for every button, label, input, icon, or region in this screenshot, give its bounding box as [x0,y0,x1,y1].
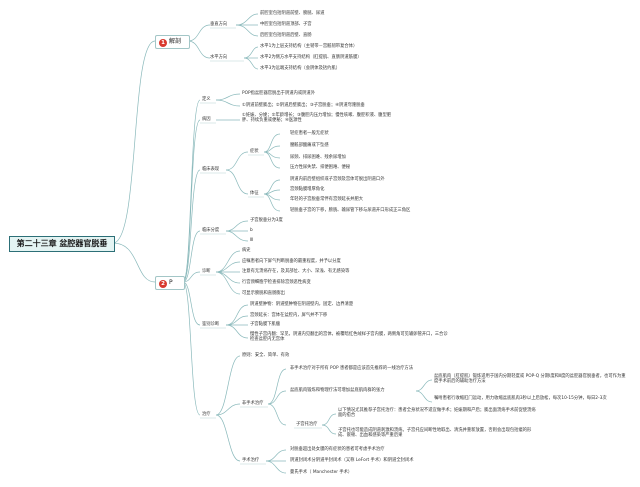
topic-treatment[interactable]: 治疗 [202,412,211,417]
vertical-item[interactable]: 中腔室包括阴道顶部、子宫 [260,22,312,27]
root-topic[interactable]: 第二十三章 盆腔器官脱垂 [9,236,115,252]
sign-item[interactable]: 宫颈黏膜增厚角化 [290,187,325,192]
diagnosis-item[interactable]: 应嘱患者向下屏气判断脱垂的最重程度，并予以分度 [242,259,341,264]
topic-definition[interactable]: 定义 [202,97,211,102]
grading-item[interactable]: 子宫脱垂分为3度 [250,218,283,223]
topic-nonsurgical-treatment[interactable]: 非手术治疗 [242,401,264,406]
nonsurgical-item[interactable]: 盆底肌肉锻炼和物理疗法可增加盆底肌肉群的张力 [290,388,385,393]
topic-signs[interactable]: 体征 [250,191,259,196]
topic-clinical-grading[interactable]: 临床分度 [202,228,220,233]
vertical-item[interactable]: 后腔室包括阴道后壁、直肠 [260,33,312,38]
topic-differential-diagnosis[interactable]: 鉴别诊断 [202,322,220,327]
sign-item[interactable]: 年轻的子宫脱垂常伴有宫颈延长并肥大 [290,197,364,202]
differential-item[interactable]: 阴道壁肿物：阴道壁肿物在阴道壁内，固定、边界清楚 [250,302,354,307]
differential-item[interactable]: 宫颈延长：宫体在盆腔内，屏气并不下移 [250,313,328,318]
topic-diagnosis[interactable]: 诊断 [202,269,211,274]
section-anatomy-label: 解剖 [169,38,182,45]
symptom-item[interactable]: 尿频、排尿困难、残余尿增加 [290,155,346,160]
diagnosis-item[interactable]: 病史 [242,248,251,253]
definition-item[interactable]: ①阴道前壁膨出；②阴道后壁膨出；③子宫脱垂；④阴道穹隆脱垂 [242,103,365,108]
horizontal-item[interactable]: 水平3为远端支持结构（会阴体及括约肌） [260,66,341,71]
sign-item[interactable]: 阴道内前后壁组织或子宫颈及宫体可脱出阴道口外 [290,177,385,182]
topic-pessary-treatment[interactable]: 子宫托治疗 [296,422,318,427]
pessary-item[interactable]: 子宫托也可能造成阴道刺激和溃疡。子宫托应间断性地取出、清洗并重新放置，否则会出现… [338,428,532,439]
differential-item[interactable]: 慢性子宫内翻：罕见，阴道内见翻出的宫体，被覆暗红色绒样子宫内膜，两侧角可见输卵管… [250,332,448,343]
topic-surgical-treatment[interactable]: 手术治疗 [242,458,260,463]
treatment-principle[interactable]: 原则：安全、简单、有效 [242,353,290,358]
definition-item[interactable]: POP指盆腔器官脱出于阴道内或阴道外 [242,91,316,96]
symptom-item[interactable]: 腰骶部酸痛或下坠感 [290,143,329,148]
vertical-item[interactable]: 前腔室包括阴道前壁、膀胱、尿道 [260,11,325,16]
diagnosis-item[interactable]: 注意有无溃疡存在，及其部位、大小、深浅、有无感染等 [242,269,350,274]
diagnosis-item[interactable]: 可显示膀胱和直肠膨出 [242,291,285,296]
symptom-item[interactable]: 轻症患者一般无症状 [290,131,329,136]
grading-item[interactable]: b [250,228,253,233]
surgical-item[interactable]: 阴道封闭术分阴道半封闭术（又称 LeFort 手术）和阴道全封闭术 [290,458,414,463]
section-number-badge: 1 [159,39,167,47]
pelvic-floor-exercise-detail[interactable]: 盆底肌肉（肛提肌）锻炼适用于国内分期轻度或 POP-Q 分期Ⅰ度和Ⅱ度的盆腔器官… [434,374,626,385]
grading-item[interactable]: Ⅲ [250,238,253,243]
symptom-item[interactable]: 压力性尿失禁、排便困难、便秘 [290,165,351,170]
surgical-item[interactable]: 曼氏手术（ Manchester 手术） [290,470,353,475]
surgical-item[interactable]: 对脱垂超出处女膜的有症状的患者可考虑手术治疗 [290,447,385,452]
nonsurgical-item[interactable]: 非手术治疗对于所有 POP 患者都是应该首先推荐的一线治疗方法 [290,366,414,371]
horizontal-item[interactable]: 水平2为侧方水平支持结构（肛提肌、直肠阴道筋膜） [260,55,362,60]
section-pop-label: P [169,279,173,286]
pelvic-floor-exercise-detail[interactable]: 嘱咐患者行收缩肛门运动，用力收缩盆底肌肉3秒以上后放松，每次10-15分钟，每日… [434,396,607,401]
topic-etiology[interactable]: 病因 [202,117,211,122]
differential-item[interactable]: 子宫黏膜下肌瘤 [250,322,281,327]
sign-item[interactable]: 轻脱垂子宫的下移，膀胱、输尿管下移与尿道开口形成正三角区 [290,208,411,213]
topic-clinical-manifestations[interactable]: 临床表现 [202,167,220,172]
horizontal-item[interactable]: 水平1为上层支持结构（主韧带－宫骶韧带复合体） [260,44,358,49]
diagnosis-item[interactable]: 行宫颈细胞学检查排除宫颈恶性病变 [242,280,311,285]
pessary-item[interactable]: 以下情况尤其推荐子宫托治疗：患者全身状况不适宜做手术；妊娠期和产后；膨出面溃疡手… [338,408,536,419]
topic-vertical-direction[interactable]: 垂直方向 [210,22,228,27]
topic-symptoms[interactable]: 症状 [250,149,259,154]
section-number-badge: 2 [159,280,167,288]
etiology-item[interactable]: ①妊娠、分娩；②年龄增长；③腹腔内压力增加；慢性咳嗽、腹腔积液、腹型肥胖、持续负… [242,113,392,124]
topic-horizontal-direction[interactable]: 水平方向 [210,55,228,60]
